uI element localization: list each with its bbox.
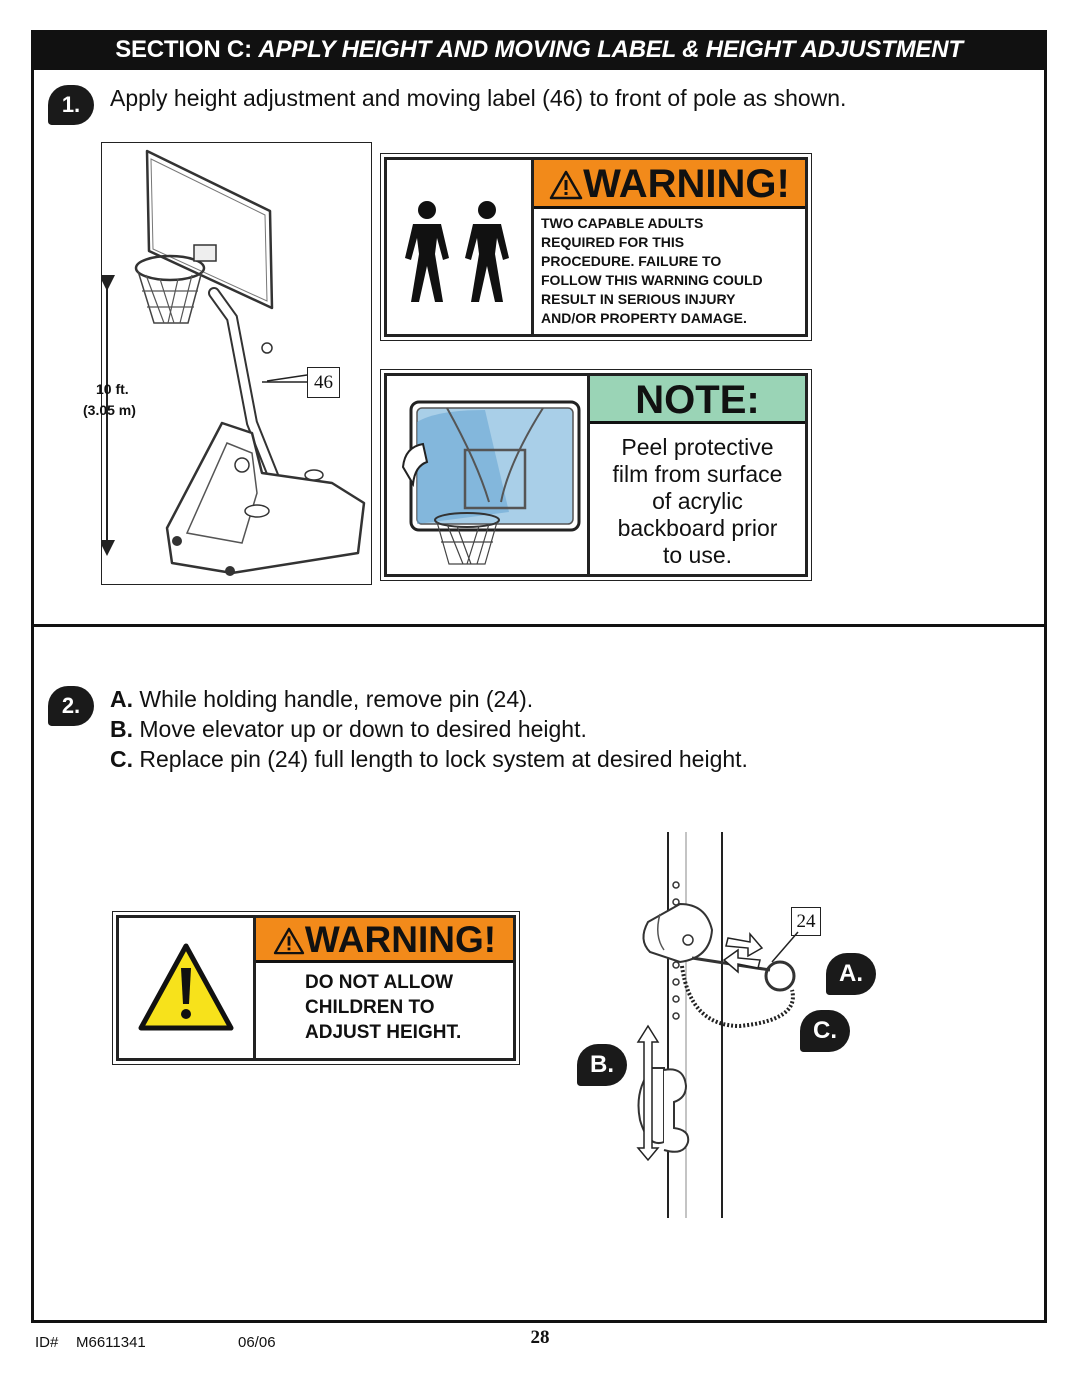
caution-triangle-icon xyxy=(549,170,583,200)
warning-2-text: DO NOT ALLOW CHILDREN TO ADJUST HEIGHT. xyxy=(305,970,461,1045)
step-divider xyxy=(31,624,1047,627)
footer-id-label: ID# xyxy=(35,1334,59,1351)
badge-a: A. xyxy=(826,953,876,995)
warning-1-divider xyxy=(531,160,534,334)
exclamation-warning-icon xyxy=(138,943,234,1031)
warning-children: WARNING! DO NOT ALLOW CHILDREN TO ADJUST… xyxy=(112,911,520,1065)
footer-date: 06/06 xyxy=(238,1334,276,1351)
step-2-letter: C. xyxy=(110,746,133,772)
warning-2-divider xyxy=(253,918,256,1058)
note-line: Peel protective xyxy=(621,434,774,460)
warning-2-title: WARNING! xyxy=(304,919,497,960)
backboard-film-icon xyxy=(401,400,581,565)
section-header: SECTION C: APPLY HEIGHT AND MOVING LABEL… xyxy=(31,30,1047,70)
step-2-item-text: Move elevator up or down to desired heig… xyxy=(139,716,587,742)
warning-two-adults: WARNING! TWO CAPABLE ADULTS REQUIRED FOR… xyxy=(380,153,812,341)
step-2-badge: 2. xyxy=(48,686,94,726)
note-line: backboard prior xyxy=(617,515,778,541)
note-line: to use. xyxy=(662,542,733,568)
warning-1-line: PROCEDURE. FAILURE TO xyxy=(541,253,722,269)
basketball-system-icon xyxy=(99,149,366,576)
note-peel-film: NOTE: Peel protective film from surface … xyxy=(380,369,812,581)
page-number: 28 xyxy=(530,1327,550,1348)
step-2-letter: B. xyxy=(110,716,133,742)
footer-id-value: M6611341 xyxy=(76,1334,146,1351)
step-2-item-b: B. Move elevator up or down to desired h… xyxy=(110,716,587,743)
two-adults-icon xyxy=(405,201,509,302)
warning-1-line: FOLLOW THIS WARNING COULD xyxy=(541,272,763,288)
note-divider xyxy=(587,376,590,574)
warning-1-line: RESULT IN SERIOUS INJURY xyxy=(541,291,736,307)
step-2-item-text: While holding handle, remove pin (24). xyxy=(139,686,534,712)
note-line: of acrylic xyxy=(652,488,743,514)
step-2-item-a: A. While holding handle, remove pin (24)… xyxy=(110,686,533,713)
hoop-illustration-box xyxy=(99,142,372,585)
callout-46: 46 xyxy=(307,367,340,398)
step-2-item-c: C. Replace pin (24) full length to lock … xyxy=(110,746,748,773)
callout-24-leader xyxy=(771,931,799,963)
warning-1-line: REQUIRED FOR THIS xyxy=(541,234,685,250)
height-label-ft: 10 ft. xyxy=(96,381,129,397)
step-1-text: Apply height adjustment and moving label… xyxy=(110,85,847,111)
note-banner: NOTE: xyxy=(590,376,805,424)
note-line: film from surface xyxy=(612,461,783,487)
elevator-pole-illustration xyxy=(636,832,796,1218)
step-1-badge: 1. xyxy=(48,85,94,125)
badge-b: B. xyxy=(577,1044,627,1086)
warning-1-banner: WARNING! xyxy=(534,160,805,209)
height-label-m: (3.05 m) xyxy=(83,402,136,418)
warning-2-line: CHILDREN TO xyxy=(305,997,435,1018)
step-2-item-text: Replace pin (24) full length to lock sys… xyxy=(139,746,748,772)
section-title: APPLY HEIGHT AND MOVING LABEL & HEIGHT A… xyxy=(258,36,963,63)
badge-c: C. xyxy=(800,1010,850,1052)
warning-1-title: WARNING! xyxy=(583,162,790,206)
section-prefix: SECTION C: xyxy=(115,36,252,63)
warning-1-text: TWO CAPABLE ADULTS REQUIRED FOR THIS PRO… xyxy=(541,214,763,328)
callout-46-leader xyxy=(262,381,308,383)
warning-1-line: AND/OR PROPERTY DAMAGE. xyxy=(541,310,747,326)
warning-2-line: ADJUST HEIGHT. xyxy=(305,1022,462,1043)
warning-2-banner: WARNING! xyxy=(256,918,513,963)
step-2-letter: A. xyxy=(110,686,133,712)
caution-triangle-icon xyxy=(273,927,305,955)
warning-2-line: DO NOT ALLOW xyxy=(305,972,454,993)
callout-24: 24 xyxy=(791,907,821,936)
note-text: Peel protective film from surface of acr… xyxy=(590,434,805,569)
warning-1-line: TWO CAPABLE ADULTS xyxy=(541,215,704,231)
